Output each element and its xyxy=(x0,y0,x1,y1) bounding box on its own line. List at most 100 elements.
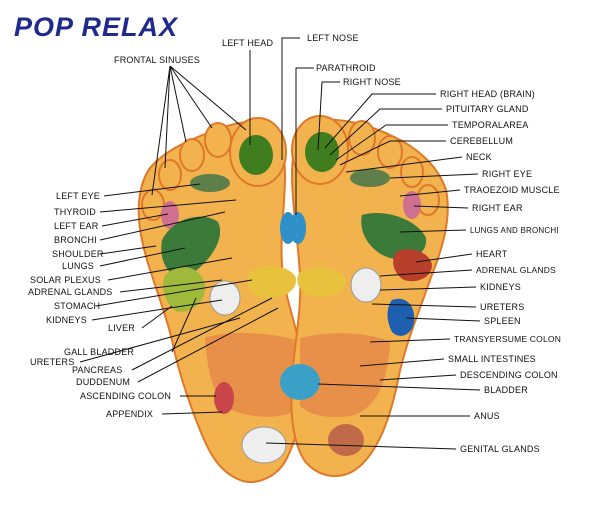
left-eye-zone xyxy=(190,174,230,192)
label-heart: HEART xyxy=(476,249,508,259)
label-pituitary-gland: PITUITARY GLAND xyxy=(446,104,529,114)
label-transverse-colon: TRANSYERSUME COLON xyxy=(454,334,561,344)
label-right-ear: RIGHT EAR xyxy=(472,203,523,213)
leader-lines xyxy=(79,37,481,450)
label-lungs-and-bronchi: LUNGS AND BRONCHI xyxy=(470,226,559,235)
label-ascending-colon: ASCENDING COLON xyxy=(80,391,171,401)
leader-solar-plexus xyxy=(107,257,233,281)
label-small-intestines: SMALL INTESTINES xyxy=(448,354,536,364)
label-bronchi: BRONCHI xyxy=(54,235,97,245)
label-liver: LIVER xyxy=(108,323,135,333)
left-foot xyxy=(137,117,305,483)
label-ureters-left: URETERS xyxy=(30,357,74,367)
leader-appendix xyxy=(161,411,223,415)
leader-ureters-left xyxy=(79,317,241,363)
right-eye-zone xyxy=(350,169,390,187)
left-genital-zone xyxy=(241,426,287,464)
leader-left-nose xyxy=(281,37,300,160)
label-kidneys-left: KIDNEYS xyxy=(46,315,87,325)
label-traoezoid-muscle: TRAOEZOID MUSCLE xyxy=(464,185,560,195)
leader-heart xyxy=(415,253,473,263)
left-toe-2 xyxy=(204,122,232,158)
leader-small-intestines xyxy=(359,358,445,367)
leader-pancreas xyxy=(131,297,273,371)
right-intestine-zone xyxy=(300,333,390,418)
right-parathroid-zone xyxy=(290,212,306,244)
leader-lungs xyxy=(99,247,186,267)
label-genital-glands: GENITAL GLANDS xyxy=(460,444,540,454)
label-left-nose: LEFT NOSE xyxy=(307,33,359,43)
brand-logo: POP RELAX xyxy=(14,12,179,42)
leader-spleen xyxy=(405,317,481,322)
leader-transverse-colon xyxy=(369,338,451,343)
leader-right-eye xyxy=(389,173,479,179)
leader-frontal-sinuses xyxy=(151,65,247,196)
leader-cerebellum xyxy=(339,140,446,166)
label-ureters-right: URETERS xyxy=(480,302,524,312)
label-frontal-sinuses: FRONTAL SINUSES xyxy=(114,55,200,65)
leader-genital xyxy=(265,442,457,450)
left-toe-4 xyxy=(158,159,182,191)
leader-thyroid xyxy=(99,199,237,213)
leader-duodenum xyxy=(137,307,279,383)
label-solar-plexus: SOLAR PLEXUS xyxy=(30,275,101,285)
label-kidneys-right: KIDNEYS xyxy=(480,282,521,292)
leader-shoulder xyxy=(99,245,157,255)
leader-adrenal-right xyxy=(379,269,473,277)
label-lungs: LUNGS xyxy=(62,261,94,271)
label-left-eye: LEFT EYE xyxy=(56,191,100,201)
leader-bronchi xyxy=(99,211,226,241)
leader-kidneys-left xyxy=(91,299,223,321)
label-pancreas: PANCREAS xyxy=(72,365,122,375)
left-lung-zone xyxy=(161,216,221,277)
leader-left-eye xyxy=(103,183,201,197)
leader-bladder xyxy=(317,383,481,391)
label-shoulder: SHOULDER xyxy=(52,249,104,259)
leader-right-nose xyxy=(317,81,340,151)
leader-right-head xyxy=(324,93,436,149)
leader-temporal xyxy=(335,124,448,161)
leader-pituitary xyxy=(329,108,442,156)
label-anus: ANUS xyxy=(474,411,500,421)
leader-left-ear xyxy=(101,213,169,227)
label-parathroid: PARATHROID xyxy=(316,63,376,73)
label-right-head-brain: RIGHT HEAD (BRAIN) xyxy=(440,89,535,99)
leader-ureters-right xyxy=(371,303,477,308)
right-ear-zone xyxy=(403,191,421,219)
bladder-zone xyxy=(280,364,320,400)
label-thyroid: THYROID xyxy=(54,207,96,217)
right-kidney-zone xyxy=(350,267,382,303)
label-adrenal-glands-left: ADRENAL GLANDS xyxy=(28,287,113,297)
label-right-nose: RIGHT NOSE xyxy=(343,77,401,87)
leader-stomach xyxy=(95,279,253,307)
label-bladder: BLADDER xyxy=(484,385,528,395)
label-cerebellum: CEREBELLUM xyxy=(450,136,513,146)
left-pancreas-zone xyxy=(247,266,297,299)
label-right-eye: RIGHT EYE xyxy=(482,169,532,179)
left-kidney-zone xyxy=(209,280,241,316)
leader-kidneys-right xyxy=(379,286,477,291)
label-left-ear: LEFT EAR xyxy=(54,221,99,231)
leader-gall-bladder xyxy=(171,297,197,353)
left-ear-zone xyxy=(161,201,179,229)
right-spleen-zone xyxy=(387,298,415,336)
left-toe-3 xyxy=(179,138,205,172)
left-brain-zone xyxy=(239,135,273,175)
label-adrenal-glands-right: ADRENAL GLANDS xyxy=(476,265,556,275)
label-descending-colon: DESCENDING COLON xyxy=(460,370,558,380)
right-lung-zone xyxy=(361,212,427,260)
label-neck: NECK xyxy=(466,152,492,162)
label-spleen: SPLEEN xyxy=(484,316,521,326)
left-appendix-zone xyxy=(214,382,234,414)
label-temporal-area: TEMPORALAREA xyxy=(452,120,528,130)
label-left-head: LEFT HEAD xyxy=(222,38,273,48)
right-genital-zone xyxy=(328,424,364,456)
label-appendix: APPENDIX xyxy=(106,409,153,419)
leader-parathroid xyxy=(295,67,314,215)
label-duodenum: DUDDENUM xyxy=(76,377,130,387)
leader-neck xyxy=(345,156,463,173)
leader-lungs-bronchi xyxy=(399,229,467,233)
label-stomach: STOMACH xyxy=(54,301,100,311)
right-pancreas-zone xyxy=(297,267,346,298)
